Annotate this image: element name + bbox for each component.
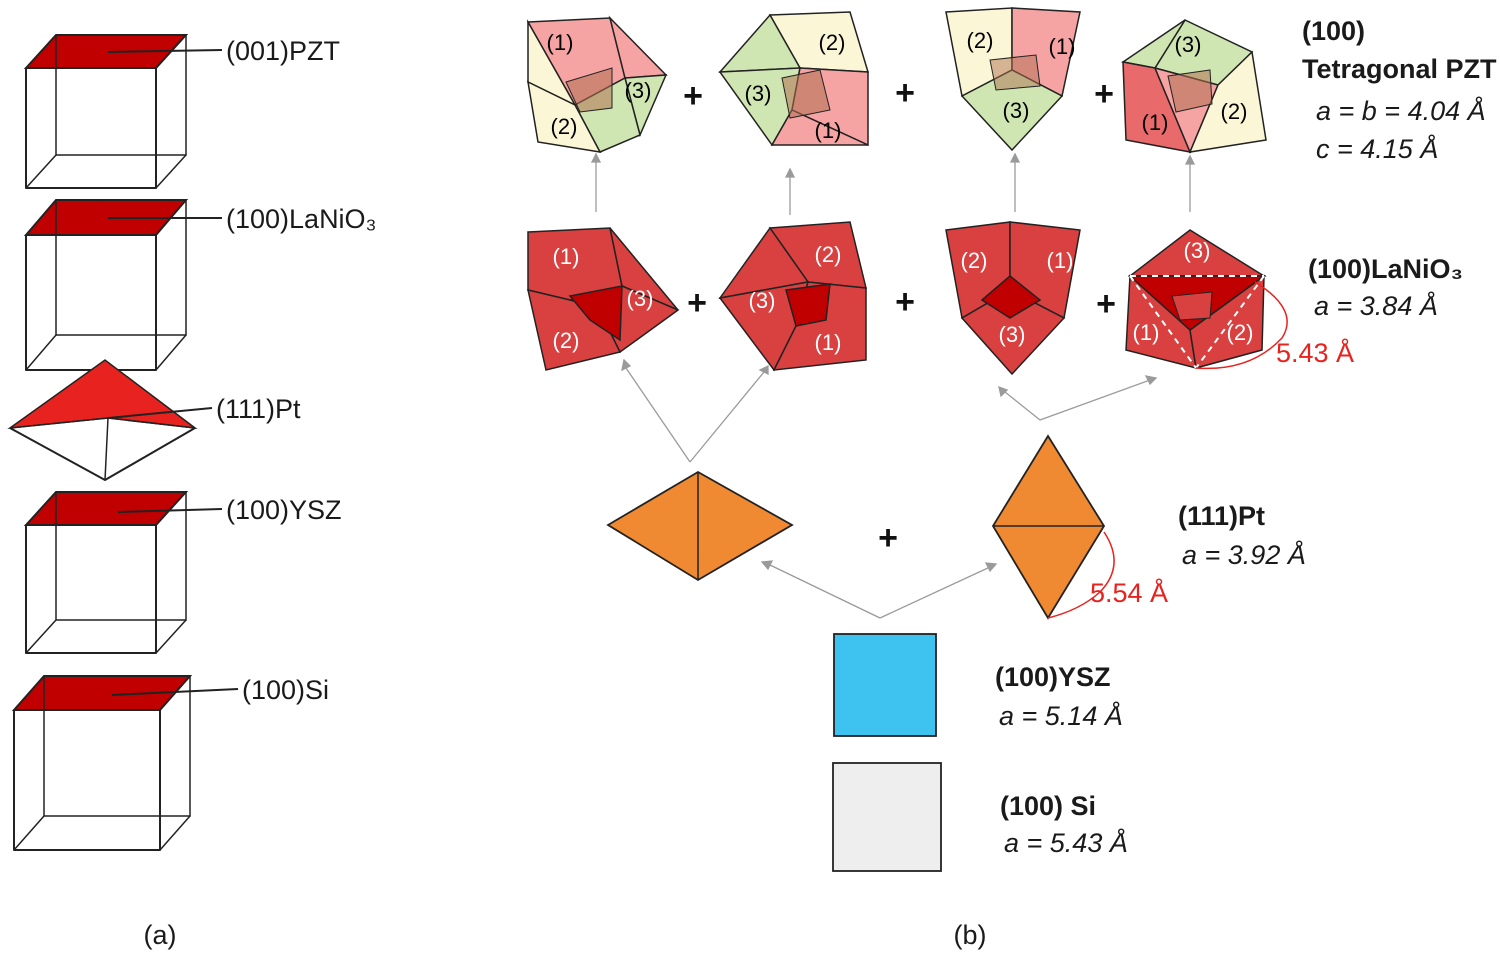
pzt-param-1: a = b = 4.04 Å: [1316, 95, 1486, 126]
lno-domain-variant-1: (1) (3) (2): [527, 227, 680, 371]
lno4-label-3: (3): [1184, 238, 1211, 263]
ysz-title: (100)YSZ: [995, 662, 1111, 692]
pt-title: (111)Pt: [1178, 501, 1265, 531]
lno2-label-2: (2): [815, 242, 842, 267]
arrows: [590, 152, 1196, 619]
pzt3-label-1: (1): [1049, 34, 1076, 59]
pzt3-label-3: (3): [1003, 98, 1030, 123]
plus-lno-3: +: [1096, 285, 1116, 323]
cube-lanio3: (100)LaNiO₃: [23, 199, 377, 371]
pzt-domain-variant-1: (1) (3) (2): [526, 15, 668, 153]
panel-b: (1) (3) (2) + (2) (3) (1) + (2) (1) (3): [526, 7, 1497, 950]
pt-diag-marker: [1047, 531, 1115, 619]
lno3-label-2: (2): [961, 248, 988, 273]
lno-domain-variant-4: (3) (1) (2): [1125, 229, 1267, 370]
pzt-info: (100) Tetragonal PZT a = b = 4.04 Å c = …: [1302, 16, 1497, 164]
pzt4-label-3: (3): [1175, 32, 1202, 57]
lno3-label-1: (1): [1047, 248, 1074, 273]
lno4-dashed-guides: [1129, 275, 1265, 369]
lno-diag-label: 5.43 Å: [1276, 337, 1354, 368]
pzt4-label-1: (1): [1142, 110, 1169, 135]
ysz-param: a = 5.14 Å: [999, 700, 1123, 731]
cube-ysz: (100)YSZ: [23, 491, 342, 654]
plus-lno-1: +: [687, 284, 707, 322]
ysz-square: [833, 633, 937, 737]
pt-param: a = 3.92 Å: [1182, 539, 1306, 570]
si-param: a = 5.43 Å: [1004, 827, 1128, 858]
lno-param: a = 3.84 Å: [1314, 290, 1438, 321]
lno1-label-1: (1): [553, 244, 580, 269]
label-pt: (111)Pt: [216, 394, 301, 424]
lno-domain-variant-3: (2) (1) (3): [945, 221, 1081, 376]
lno-variants: (1) (3) (2) (2) (3) (1) (2): [527, 221, 1267, 376]
lno4-label-1: (1): [1133, 320, 1160, 345]
label-pzt: (001)PZT: [226, 36, 340, 66]
pzt4-label-2: (2): [1221, 99, 1248, 124]
si-title: (100) Si: [1000, 791, 1096, 821]
pt-domain-variant-1: [606, 470, 794, 582]
lno1-label-2: (2): [553, 328, 580, 353]
panel-a: (001)PZT (100)LaNiO₃ (111)Pt: [7, 34, 377, 950]
label-si: (100)Si: [242, 675, 329, 705]
pt-info: (111)Pt a = 3.92 Å 5.54 Å: [1090, 501, 1306, 608]
pt-domain-variant-2: [991, 434, 1106, 620]
pzt-param-2: c = 4.15 Å: [1316, 133, 1438, 164]
pzt-domain-variant-2: (2) (3) (1): [718, 11, 870, 147]
lno3-label-3: (3): [999, 322, 1026, 347]
label-lanio3: (100)LaNiO₃: [226, 204, 377, 234]
caption-b: (b): [954, 920, 987, 950]
pzt1-label-3: (3): [625, 78, 652, 103]
plus-pt: +: [878, 519, 898, 557]
pzt-title-1: (100): [1302, 16, 1365, 46]
lno-diag-marker: [1195, 281, 1288, 370]
lno2-label-1: (1): [815, 330, 842, 355]
plus-pzt-1: +: [683, 77, 703, 115]
pzt2-label-2: (2): [819, 30, 846, 55]
cube-si: (100)Si: [11, 675, 329, 851]
cube-pzt: (001)PZT: [23, 34, 340, 189]
lno2-label-3: (3): [749, 288, 776, 313]
pzt2-label-1: (1): [815, 118, 842, 143]
plus-pzt-3: +: [1094, 75, 1114, 113]
lno1-label-3: (3): [627, 286, 654, 311]
lno-domain-variant-2: (2) (3) (1): [718, 221, 867, 372]
pzt2-label-3: (3): [745, 81, 772, 106]
caption-a: (a): [144, 920, 177, 950]
shape-pt: (111)Pt: [7, 359, 301, 481]
lno-title: (100)LaNiO₃: [1308, 254, 1463, 284]
lno4-label-2: (2): [1227, 320, 1254, 345]
label-ysz: (100)YSZ: [226, 495, 342, 525]
plus-lno-2: +: [895, 283, 915, 321]
pzt-domain-variant-4: (3) (1) (2): [1121, 19, 1267, 154]
si-square: [832, 762, 942, 872]
plus-pzt-2: +: [895, 74, 915, 112]
lno-info: (100)LaNiO₃ a = 3.84 Å 5.43 Å: [1276, 254, 1463, 368]
pt-diag-label: 5.54 Å: [1090, 577, 1168, 608]
pzt1-label-1: (1): [547, 30, 574, 55]
pzt-title-2: Tetragonal PZT: [1302, 54, 1497, 84]
pzt3-label-2: (2): [967, 28, 994, 53]
pzt1-label-2: (2): [551, 114, 578, 139]
pzt-domain-variant-3: (2) (1) (3): [945, 7, 1081, 152]
